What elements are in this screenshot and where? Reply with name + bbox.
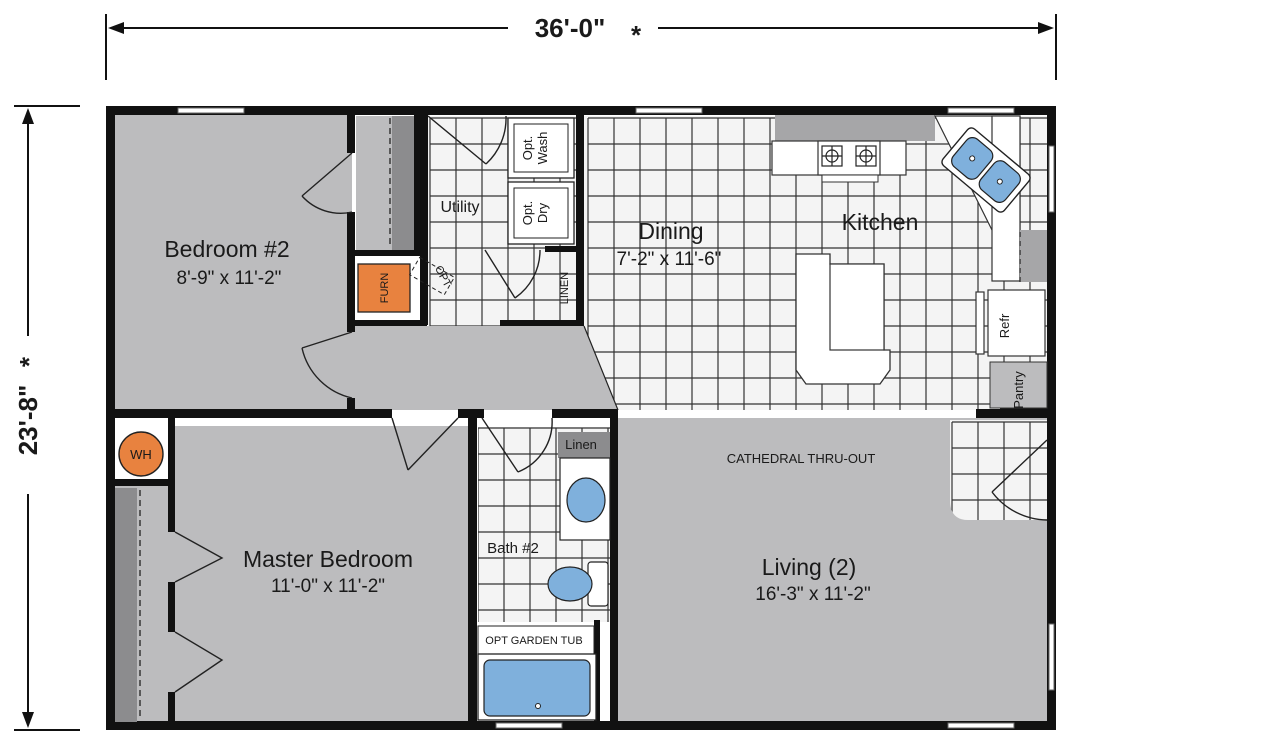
bath-fixtures <box>477 432 611 721</box>
opt-dry-label-1: Opt. <box>520 201 535 226</box>
opt-dry-label-2: Dry <box>535 202 550 223</box>
hallway-floor <box>352 326 618 410</box>
opt-wash-label-2: Wash <box>535 132 550 165</box>
width-dimension <box>105 14 1057 80</box>
entry-tile <box>950 420 1047 520</box>
utility-label: Utility <box>440 199 479 216</box>
pantry-label: Pantry <box>1011 371 1026 409</box>
overall-width-label: 36'-0" <box>535 13 606 43</box>
dining-size: 7'-2" x 11'-6" <box>617 249 722 270</box>
furnace-label: FURN <box>379 273 391 304</box>
master-bedroom-size: 11'-0" x 11'-2" <box>271 576 385 597</box>
water-heater <box>118 431 164 477</box>
linen-bath-label: Linen <box>565 437 597 452</box>
opt-wash-label-1: Opt. <box>520 136 535 161</box>
depth-dimension <box>14 105 80 731</box>
laundry-fixtures <box>357 117 575 313</box>
water-heater-label: WH <box>130 447 152 462</box>
garden-tub-label: OPT GARDEN TUB <box>485 635 582 647</box>
refrigerator-label: Refr <box>997 313 1012 338</box>
bedroom2-floor <box>114 114 352 410</box>
master-bedroom-floor <box>172 426 472 724</box>
linen-utility-label: LINEN <box>559 272 571 304</box>
master-closet-shelf <box>115 488 137 722</box>
master-bedroom-label: Master Bedroom <box>243 546 413 572</box>
kitchen-fixtures <box>771 115 1048 409</box>
bedroom2-label: Bedroom #2 <box>164 236 289 262</box>
cathedral-note: CATHEDRAL THRU-OUT <box>727 451 876 466</box>
dining-label: Dining <box>638 218 703 244</box>
living-label: Living (2) <box>762 554 857 580</box>
windows <box>177 107 1055 729</box>
bath2-label: Bath #2 <box>487 540 539 557</box>
living-size: 16'-3" x 11'-2" <box>755 584 870 605</box>
kitchen-label: Kitchen <box>842 209 919 235</box>
bedroom2-closet-shelf <box>392 116 414 250</box>
entry-grid <box>951 421 1047 520</box>
doors[interactable] <box>174 115 1048 693</box>
overall-depth-label: 23'-8" <box>13 385 43 456</box>
bedroom2-size: 8'-9" x 11'-2" <box>177 268 282 289</box>
asterisk-mark: * <box>631 20 642 50</box>
asterisk-mark-vertical: * <box>14 356 44 367</box>
